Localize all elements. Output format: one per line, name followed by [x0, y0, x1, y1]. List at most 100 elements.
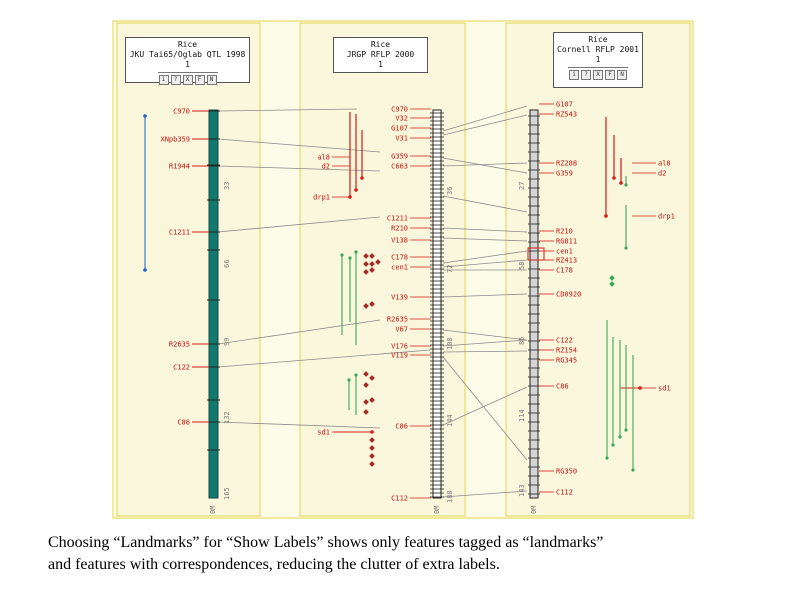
map2-qtl-label[interactable]: d2: [322, 163, 330, 171]
map-species: Rice: [588, 35, 608, 44]
map-name[interactable]: JKU Tai65/Oglab QTL 1998: [129, 50, 246, 59]
map3-scale-label: 114: [518, 409, 526, 422]
map-panel-1: [116, 22, 261, 517]
feature-diamond: [369, 437, 375, 443]
map1-chromosome-bar[interactable]: [208, 109, 219, 499]
map1-feature-label[interactable]: C1211: [169, 229, 190, 237]
map3-feature-label[interactable]: RZ543: [556, 111, 577, 119]
map2-feature-label[interactable]: G107: [391, 125, 408, 133]
qtl-endpoint: [604, 214, 608, 218]
feature-diamond: [369, 267, 375, 273]
map3-qtl-label[interactable]: sd1: [658, 385, 671, 393]
map2-feature-label[interactable]: C86: [395, 423, 408, 431]
map2-feature-label[interactable]: C1211: [387, 215, 408, 223]
map-title-box-2: Rice JRGP RFLP 2000 1: [333, 37, 428, 73]
map2-feature-label[interactable]: R2635: [387, 316, 408, 324]
qtl-endpoint: [619, 181, 623, 185]
map3-feature-label[interactable]: RZ288: [556, 160, 577, 168]
centromere-box: [527, 247, 545, 261]
map1-feature-label[interactable]: C122: [173, 364, 190, 372]
map3-chromosome-bar[interactable]: [529, 109, 539, 499]
map2-scale-label: 72: [446, 265, 454, 273]
map2-feature-label[interactable]: R210: [391, 225, 408, 233]
map1-feature-label[interactable]: C86: [177, 419, 190, 427]
new-view-button[interactable]: N: [206, 75, 217, 85]
map1-axis-start: 0M: [209, 506, 217, 514]
map3-feature-label[interactable]: C122: [556, 337, 573, 345]
comparative-map-canvas: 3366991321650M36721081441800M27588511414…: [112, 20, 694, 519]
map2-qtl-label[interactable]: drp1: [313, 194, 330, 202]
correspondence-line: [217, 138, 381, 153]
map2-feature-label[interactable]: V119: [391, 352, 408, 360]
info-button[interactable]: i: [158, 75, 169, 85]
map3-feature-label[interactable]: RZ413: [556, 257, 577, 265]
map3-feature-label[interactable]: G359: [556, 170, 573, 178]
map2-feature-label[interactable]: C178: [391, 254, 408, 262]
delete-map-button[interactable]: X: [182, 75, 193, 85]
map3-qtl-label[interactable]: drp1: [658, 213, 675, 221]
map2-feature-label[interactable]: V139: [391, 294, 408, 302]
map2-feature-label[interactable]: cen1: [391, 264, 408, 272]
map2-feature-label[interactable]: V67: [395, 326, 408, 334]
qtl-endpoint: [354, 250, 358, 254]
correspondence-line: [442, 105, 528, 132]
qtl-endpoint: [611, 443, 615, 447]
map2-feature-label[interactable]: V31: [395, 135, 408, 143]
map-species: Rice: [370, 40, 391, 49]
map2-chromosome-bar[interactable]: [432, 109, 442, 499]
map3-feature-label[interactable]: G107: [556, 101, 573, 109]
new-view-button[interactable]: N: [617, 70, 627, 80]
map-name[interactable]: Cornell RFLP 2001: [557, 45, 639, 54]
map2-feature-label[interactable]: C112: [391, 495, 408, 503]
map2-feature-label[interactable]: C970: [391, 106, 408, 114]
map3-feature-label[interactable]: RZ154: [556, 347, 577, 355]
map-name[interactable]: JRGP RFLP 2000: [346, 50, 415, 59]
map3-feature-label[interactable]: RG350: [556, 468, 577, 476]
qtl-endpoint: [360, 176, 364, 180]
map2-feature-label[interactable]: G359: [391, 153, 408, 161]
map1-feature-label[interactable]: R2635: [169, 341, 190, 349]
correspondence-line: [442, 157, 528, 174]
map3-feature-label[interactable]: C86: [556, 383, 569, 391]
feature-diamond: [375, 259, 381, 265]
map3-feature-label[interactable]: cen1: [556, 248, 573, 256]
map2-scale-label: 36: [446, 187, 454, 195]
map-chromosome: 1: [378, 60, 383, 69]
map1-feature-label[interactable]: C970: [173, 108, 190, 116]
flip-map-button[interactable]: F: [605, 70, 615, 80]
map3-qtl-label[interactable]: d2: [658, 170, 666, 178]
map2-scale-label: 144: [446, 414, 454, 427]
flip-map-button[interactable]: F: [194, 75, 205, 85]
delete-map-button[interactable]: X: [593, 70, 603, 80]
title-divider: [157, 72, 218, 73]
map3-feature-label[interactable]: C112: [556, 489, 573, 497]
map3-feature-label[interactable]: RG345: [556, 357, 577, 365]
map2-feature-label[interactable]: V176: [391, 343, 408, 351]
map1-scale-label: 33: [223, 182, 231, 190]
qtl-endpoint: [624, 183, 628, 187]
map1-feature-label[interactable]: XNpb359: [160, 136, 190, 144]
map3-feature-label[interactable]: RG811: [556, 238, 577, 246]
map2-feature-label[interactable]: C663: [391, 163, 408, 171]
correspondence-line: [217, 165, 381, 172]
qtl-endpoint: [143, 268, 147, 272]
map2-feature-label[interactable]: V138: [391, 237, 408, 245]
map3-feature-label[interactable]: C178: [556, 267, 573, 275]
info-button[interactable]: i: [569, 70, 579, 80]
help-button[interactable]: ?: [170, 75, 181, 85]
correspondence-line: [442, 259, 528, 268]
map2-qtl-label[interactable]: al8: [317, 154, 330, 162]
map1-feature-label[interactable]: R1944: [169, 163, 190, 171]
map1-scale-label: 165: [223, 487, 231, 500]
map3-qtl-label[interactable]: al8: [658, 160, 671, 168]
feature-diamond: [363, 261, 369, 267]
map2-qtl-label[interactable]: sd1: [317, 429, 330, 437]
map3-feature-label[interactable]: R210: [556, 228, 573, 236]
feature-diamond: [363, 303, 369, 309]
map3-feature-label[interactable]: CD0920: [556, 291, 581, 299]
correspondence-line: [217, 319, 381, 345]
correspondence-line: [217, 349, 431, 368]
help-button[interactable]: ?: [581, 70, 591, 80]
map2-feature-label[interactable]: V32: [395, 115, 408, 123]
